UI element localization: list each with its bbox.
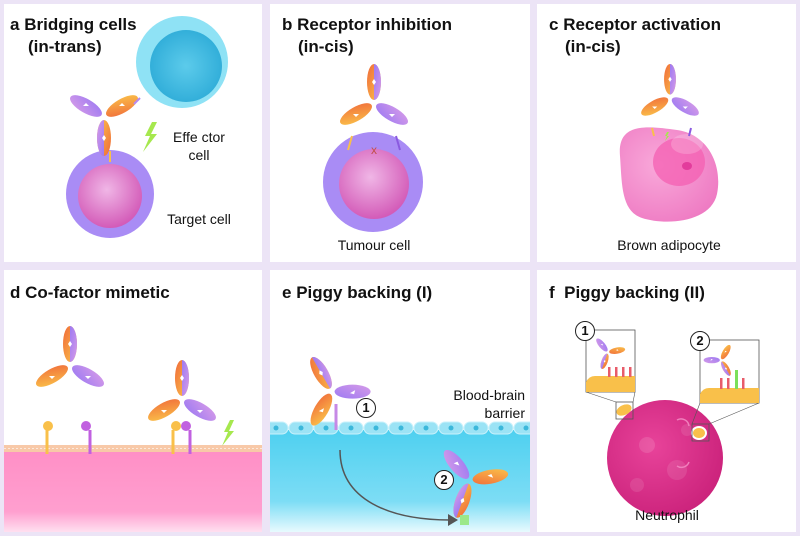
endothelial-nucleus bbox=[373, 425, 379, 431]
endothelial-layer bbox=[270, 421, 530, 435]
panel-b-title: b Receptor inhibition bbox=[282, 15, 453, 34]
antibody-bound bbox=[144, 360, 220, 426]
cell-membrane bbox=[4, 450, 262, 532]
endothelial-nucleus bbox=[448, 425, 454, 431]
panel-d-title: d Co-factor mimetic bbox=[10, 283, 170, 302]
signal-bolt-icon bbox=[143, 122, 157, 152]
receptor-purple bbox=[181, 421, 192, 454]
inset-2 bbox=[699, 339, 760, 404]
panel-b-illustration bbox=[323, 64, 423, 232]
receptor-yellow bbox=[43, 421, 53, 454]
endothelial-nucleus bbox=[498, 425, 504, 431]
panel-a-title: a Bridging cells bbox=[10, 15, 137, 34]
antibody-at-barrier bbox=[279, 338, 377, 433]
tumour-cell bbox=[323, 132, 423, 232]
panel-b-subtitle: (in-cis) bbox=[298, 37, 354, 56]
endothelial-nucleus bbox=[273, 425, 279, 431]
antibody-free bbox=[32, 326, 108, 392]
panel-b-receptor-inhibition: b Receptor inhibition (in-cis) x Tumour … bbox=[270, 4, 530, 262]
activation-signal-icon bbox=[665, 132, 669, 141]
panel-f-title: f Piggy backing (II) bbox=[549, 283, 705, 302]
panel-e-title: e Piggy backing (I) bbox=[282, 283, 433, 302]
endothelial-cell bbox=[270, 421, 289, 435]
panel-e-illustration bbox=[270, 338, 530, 532]
endothelial-nucleus bbox=[323, 425, 329, 431]
panel-f-piggy-backing-2: f Piggy backing (II) 1 2 Neutrophil bbox=[537, 270, 796, 532]
step-2-badge: 2 bbox=[690, 331, 710, 351]
receptor-yellow bbox=[171, 421, 181, 454]
membrane-patch-2 bbox=[691, 426, 707, 440]
neutrophil-label: Neutrophil bbox=[635, 507, 699, 523]
panel-c-receptor-activation: c Receptor activation (in-cis) Brown adi… bbox=[537, 4, 796, 262]
inset-1 bbox=[585, 329, 636, 393]
antibody-right-tether bbox=[395, 135, 401, 151]
panel-c-title: c Receptor activation bbox=[549, 15, 721, 34]
antibody bbox=[66, 90, 142, 156]
endothelial-nucleus bbox=[423, 425, 429, 431]
brown-adipocyte bbox=[619, 127, 719, 222]
step-1-badge: 1 bbox=[575, 321, 595, 341]
target-cell bbox=[66, 150, 154, 238]
antibody bbox=[336, 64, 412, 130]
brown-adipocyte-label: Brown adipocyte bbox=[617, 237, 721, 253]
membrane-patch-1 bbox=[616, 404, 632, 416]
receptor-purple bbox=[81, 421, 92, 454]
antibody-right-tether bbox=[688, 127, 692, 137]
tumour-cell-label: Tumour cell bbox=[337, 237, 411, 253]
panel-c-illustration bbox=[619, 64, 719, 222]
zoom-region-2 bbox=[691, 423, 710, 442]
zoom-region-1 bbox=[615, 401, 634, 420]
panel-d-illustration bbox=[4, 326, 262, 532]
antibody bbox=[638, 64, 702, 120]
antibody-left-tether bbox=[651, 127, 655, 137]
panel-a-subtitle: (in-trans) bbox=[28, 37, 102, 56]
endothelial-nucleus bbox=[348, 425, 354, 431]
endothelial-nucleus bbox=[398, 425, 404, 431]
endothelial-nucleus bbox=[298, 425, 304, 431]
inhibition-x-mark: x bbox=[371, 143, 377, 157]
step-1-badge: 1 bbox=[356, 398, 376, 418]
panel-f-illustration bbox=[585, 329, 760, 516]
antibody-arm-link bbox=[133, 97, 141, 105]
panel-d-cofactor-mimetic: d Co-factor mimetic bbox=[4, 270, 262, 532]
antibody-left-tether bbox=[347, 135, 353, 151]
step-2-badge: 2 bbox=[434, 470, 454, 490]
endothelial-nucleus bbox=[473, 425, 479, 431]
arrow-head-icon bbox=[448, 514, 458, 526]
effector-cell bbox=[136, 16, 228, 108]
endothelial-cell bbox=[513, 421, 530, 435]
transport-arrow bbox=[339, 449, 451, 521]
target-cell-label: Target cell bbox=[167, 211, 231, 227]
endothelial-nucleus bbox=[523, 425, 529, 431]
panel-c-subtitle: (in-cis) bbox=[565, 37, 621, 56]
target-antigen bbox=[460, 515, 469, 525]
neutrophil bbox=[607, 400, 723, 516]
signal-bolt-icon bbox=[222, 420, 234, 446]
panel-a-illustration bbox=[66, 16, 228, 238]
